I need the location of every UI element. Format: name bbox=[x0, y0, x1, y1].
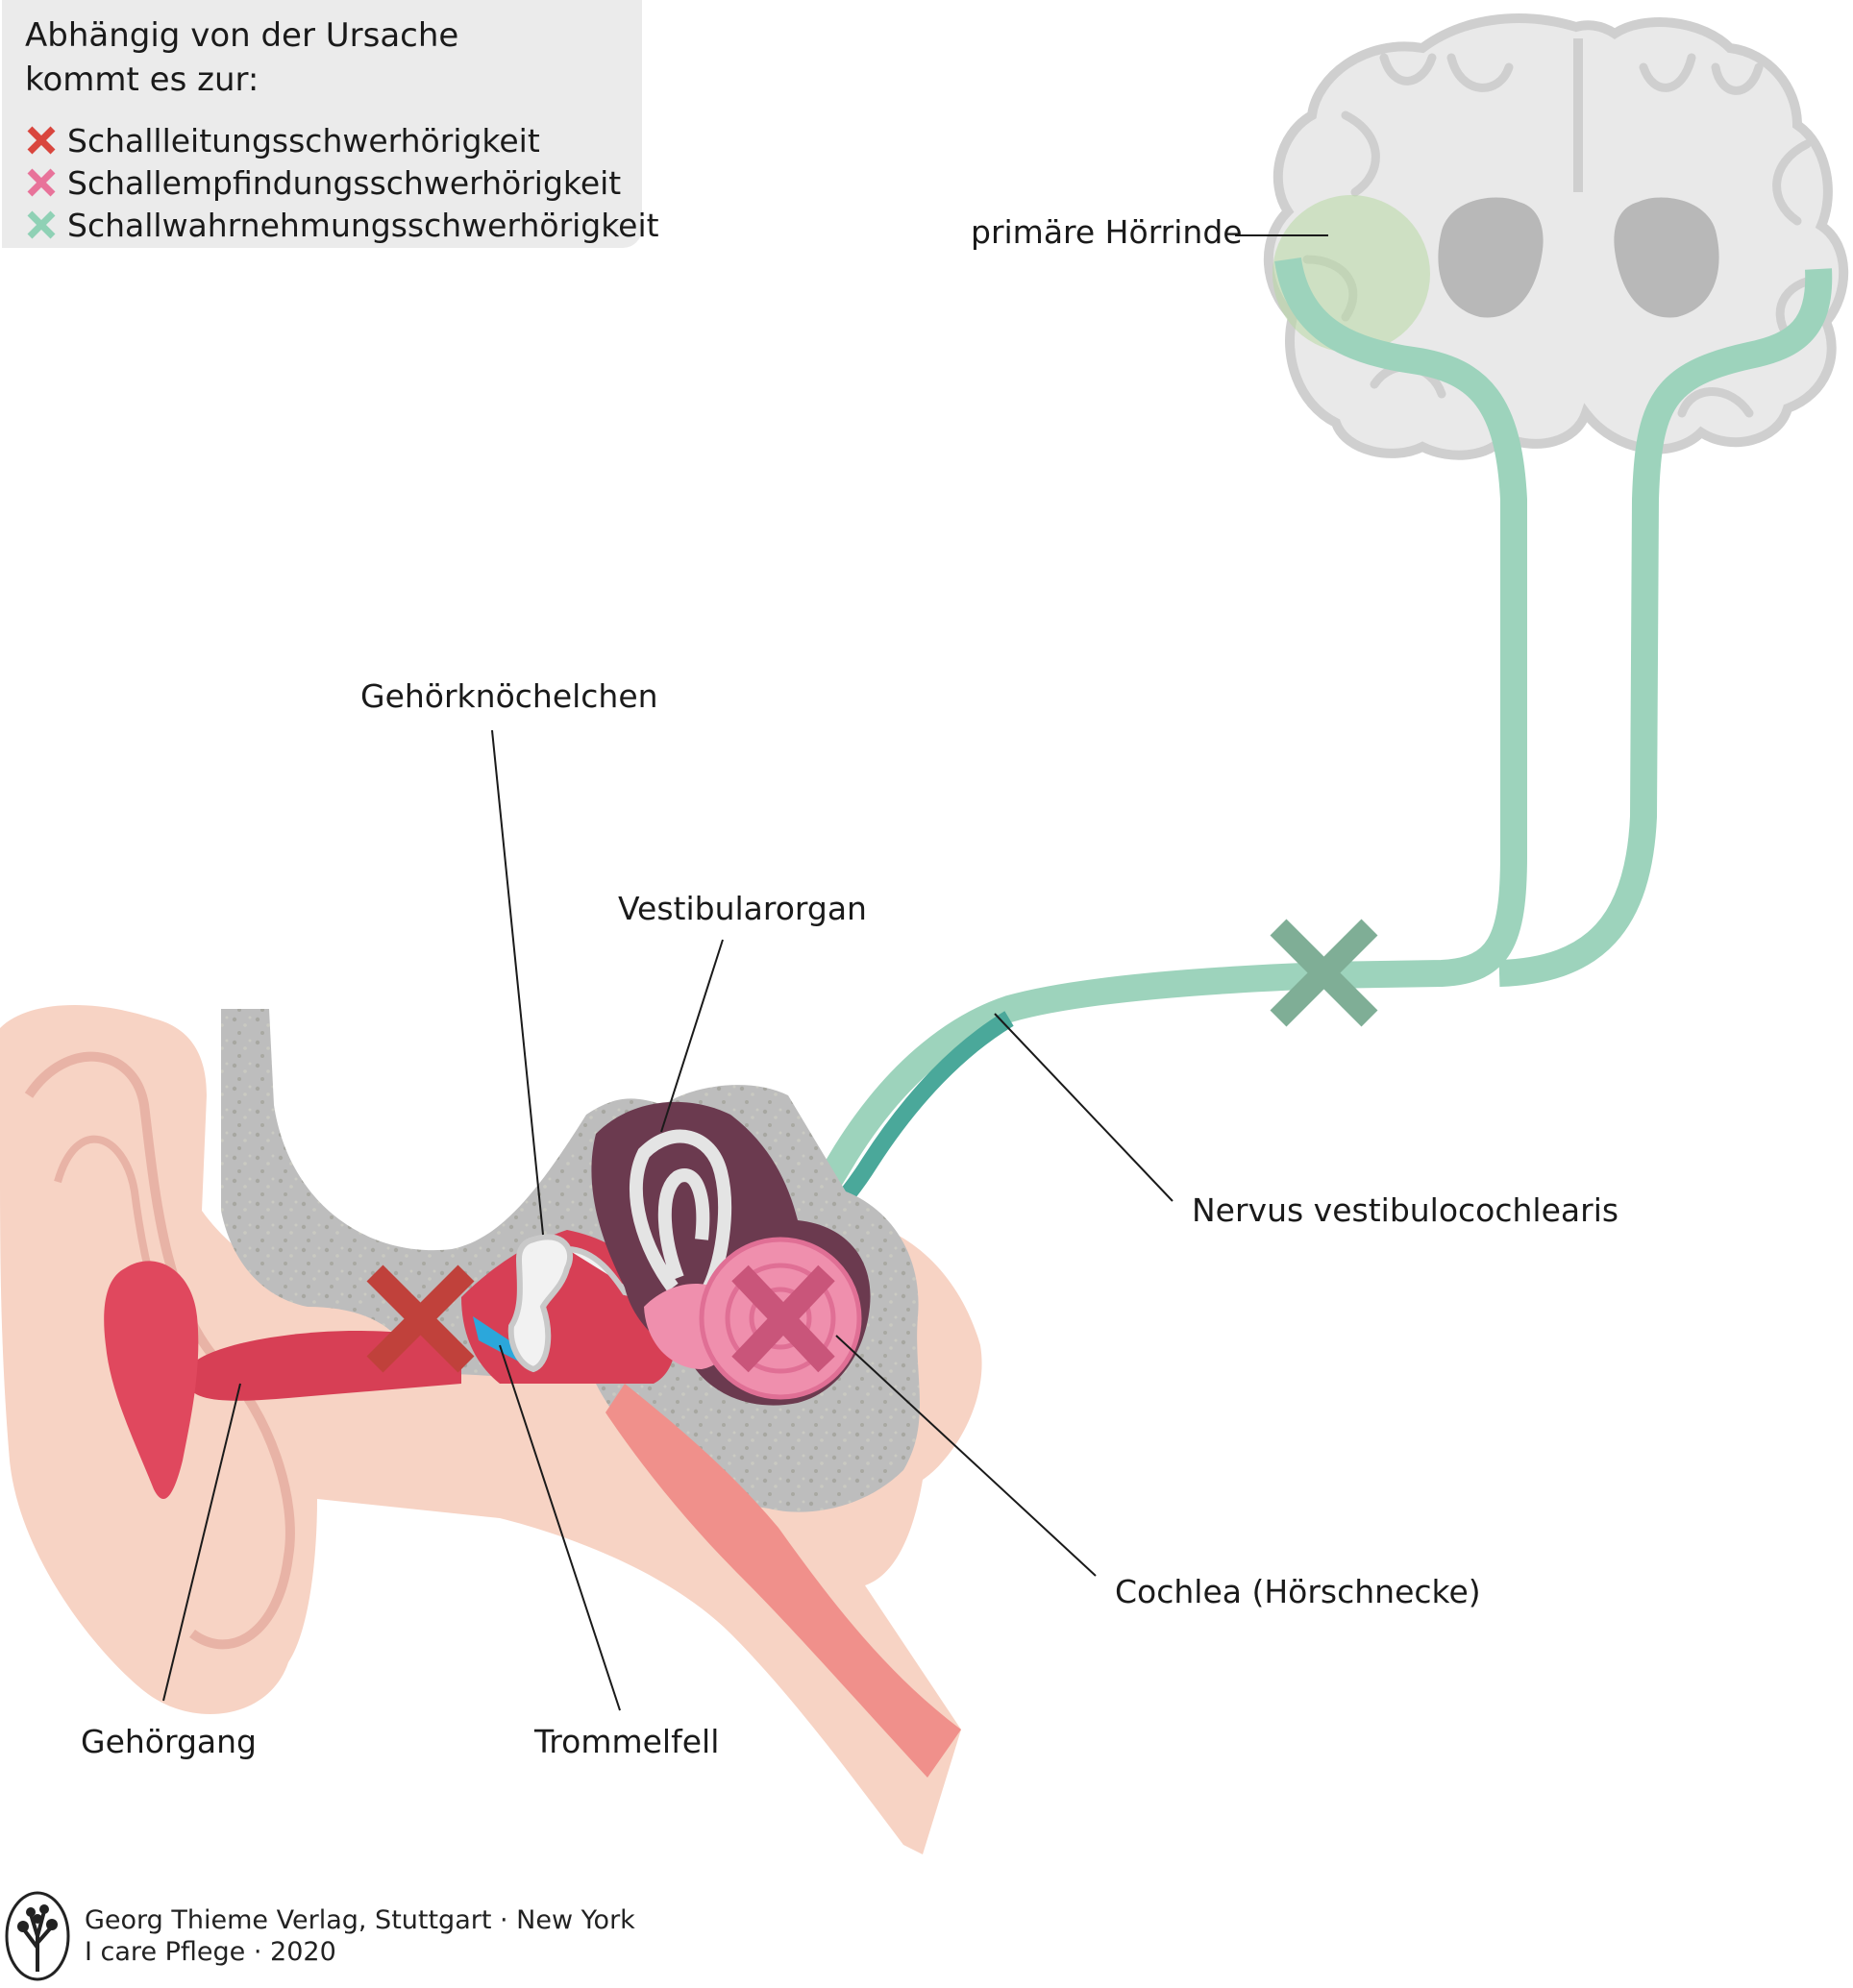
footer-product: I care Pflege · 2020 bbox=[85, 1937, 336, 1967]
concha bbox=[104, 1261, 199, 1499]
legend-item-sensorineural: Schallempfindungsschwerhörigkeit bbox=[25, 161, 642, 204]
footer-publisher: Georg Thieme Verlag, Stuttgart · New Yor… bbox=[85, 1905, 635, 1935]
footer-text: Georg Thieme Verlag, Stuttgart · New Yor… bbox=[85, 1904, 635, 1968]
legend-label-sensorineural: Schallempfindungsschwerhörigkeit bbox=[67, 163, 622, 202]
cross-conductive-icon bbox=[366, 1264, 475, 1373]
label-ear-canal: Gehörgang bbox=[81, 1723, 257, 1760]
red-cross-icon bbox=[27, 126, 56, 155]
pathway-left-hemisphere bbox=[1274, 257, 1527, 989]
pathway-right-hemisphere bbox=[1498, 268, 1833, 987]
leader-ear-canal bbox=[162, 1383, 241, 1702]
semicircular-canals bbox=[630, 1129, 731, 1296]
leader-ossicles bbox=[491, 729, 544, 1236]
green-cross-icon bbox=[27, 210, 56, 239]
brain-outline bbox=[1264, 13, 1849, 460]
label-ossicles: Gehörknöchelchen bbox=[360, 677, 658, 715]
legend-title: Abhängig von der Ursache kommt es zur: bbox=[25, 16, 459, 99]
label-cochlea: Cochlea (Hörschnecke) bbox=[1115, 1573, 1481, 1610]
legend-label-conductive: Schallleitungsschwerhörigkeit bbox=[67, 121, 540, 160]
legend-item-conductive: Schallleitungsschwerhörigkeit bbox=[25, 119, 642, 161]
brain bbox=[1264, 13, 1849, 460]
cochlea-coil-outer bbox=[725, 1263, 836, 1374]
legend-label-central: Schallwahrnehmungsschwerhörigkeit bbox=[67, 206, 659, 244]
leader-lines bbox=[162, 234, 1328, 1711]
leader-nerve bbox=[994, 1013, 1174, 1202]
label-vestibular: Vestibularorgan bbox=[618, 890, 867, 927]
cross-central-icon bbox=[1270, 919, 1378, 1027]
label-primary-cortex: primäre Hörrinde bbox=[971, 213, 1243, 251]
brain-gyri-right bbox=[1639, 53, 1831, 418]
legend-box: Abhängig von der Ursache kommt es zur: S… bbox=[2, 0, 659, 248]
auditory-pathway bbox=[773, 257, 1833, 1256]
ossicles bbox=[507, 1234, 645, 1373]
thieme-tree-logo bbox=[5, 1891, 70, 1981]
footer: Georg Thieme Verlag, Stuttgart · New Yor… bbox=[4, 1888, 635, 1984]
ventricle-right bbox=[1614, 197, 1719, 318]
leader-cochlea bbox=[835, 1335, 1097, 1577]
auditory-tube bbox=[605, 1384, 961, 1778]
legend-item-central: Schallwahrnehmungsschwerhörigkeit bbox=[25, 204, 659, 246]
legend-list: Schallleitungsschwerhörigkeit Schallempf… bbox=[25, 119, 659, 246]
cochlea-coil-inner bbox=[749, 1287, 812, 1350]
ventricle-left bbox=[1438, 197, 1544, 318]
leader-eardrum bbox=[499, 1344, 621, 1711]
cross-sensorineural-icon bbox=[731, 1264, 835, 1373]
label-eardrum: Trommelfell bbox=[534, 1723, 720, 1760]
leader-vestibular bbox=[660, 939, 724, 1133]
pink-cross-icon bbox=[27, 168, 56, 197]
label-nerve: Nervus vestibulocochlearis bbox=[1192, 1191, 1619, 1229]
